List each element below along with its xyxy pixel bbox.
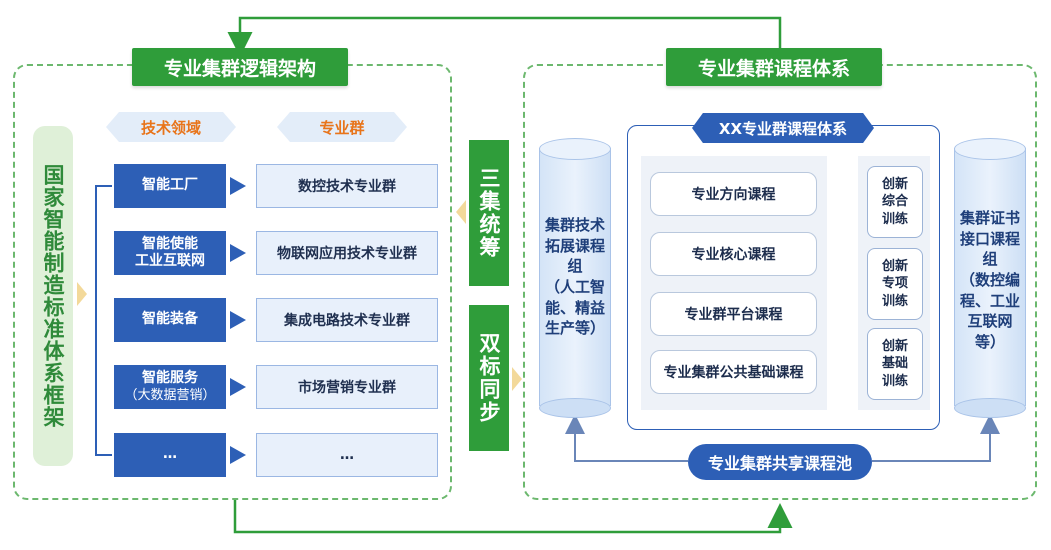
course-system-title: 专业集群课程体系 — [666, 48, 882, 86]
xx-course-system-title: XX专业群课程体系 — [692, 113, 874, 143]
cylinder-text-line: 程、工业 — [959, 291, 1020, 310]
tech-domain-line: 智能服务 — [142, 370, 198, 387]
arrow-right-icon — [230, 311, 246, 329]
pool-to-left-cylinder — [565, 414, 688, 462]
cylinder-top — [539, 138, 611, 160]
three-unified-label: 三集统筹 — [469, 140, 509, 286]
tech-domain-line: … — [163, 446, 177, 463]
top-feedback-arrow — [227, 16, 782, 58]
shared-course-pool: 专业集群共享课程池 — [688, 444, 872, 480]
cylinder-text-line: 拓展课程 — [544, 236, 605, 255]
course-box-platform: 专业群平台课程 — [650, 292, 817, 336]
training-text-line: 训练 — [881, 373, 908, 389]
national-standard-label: 国家智能制造标准体系框架 — [33, 126, 73, 466]
tech-domain-line: 智能使能 — [142, 235, 198, 252]
cylinder-bottom — [954, 398, 1026, 418]
training-box-special: 创新 专项 训练 — [867, 248, 923, 320]
cluster-tech-extension-label: 集群技术 拓展课程 组 （人工智 能、精益 生产等） — [539, 215, 611, 339]
course-box-public-foundation: 专业集群公共基础课程 — [650, 350, 817, 394]
cylinder-text-line: 集群证书 — [959, 209, 1020, 227]
training-text-line: 专项 — [881, 276, 908, 292]
pool-to-right-cylinder — [872, 414, 1000, 462]
arrow-right-icon — [230, 446, 246, 464]
training-text-line: 训练 — [881, 293, 908, 309]
tech-domain-box: 智能工厂 — [114, 164, 226, 208]
arrow-right-icon — [230, 177, 246, 195]
cluster-certificate-cylinder — [954, 148, 1026, 406]
cylinder-text-line: 组 — [567, 257, 583, 276]
logic-architecture-title: 专业集群逻辑架构 — [132, 48, 348, 86]
training-text-line: 创新 — [881, 176, 908, 192]
tech-domain-header: 技术领域 — [106, 112, 236, 142]
bottom-feed-arrow — [233, 500, 793, 534]
training-box-comprehensive: 创新 综合 训练 — [867, 166, 923, 238]
training-text-line: 基础 — [881, 356, 908, 372]
professional-group-box: 数控技术专业群 — [256, 164, 438, 208]
cylinder-text-line: 能、精益 — [544, 298, 605, 317]
tech-domain-box: 智能服务 （大数据营销） — [114, 365, 226, 409]
tech-domain-box: … — [114, 433, 226, 477]
training-text-line: 训练 — [881, 211, 908, 227]
professional-group-header: 专业群 — [277, 112, 407, 142]
tech-bracket — [95, 185, 112, 456]
chevron-icon — [77, 282, 87, 306]
cylinder-text-line: （数控编 — [959, 271, 1020, 290]
professional-group-box: 物联网应用技术专业群 — [256, 231, 438, 275]
cylinder-text-line: 组 — [982, 250, 998, 269]
cluster-tech-extension-cylinder — [539, 148, 611, 406]
training-box-basic: 创新 基础 训练 — [867, 328, 923, 400]
tech-domain-line: 工业互联网 — [135, 253, 205, 269]
course-box-direction: 专业方向课程 — [650, 172, 817, 216]
cylinder-text-line: 生产等） — [544, 319, 605, 338]
tech-domain-box: 智能装备 — [114, 298, 226, 342]
tech-domain-line: 智能装备 — [142, 311, 198, 328]
cylinder-text-line: 集群技术 — [544, 216, 605, 234]
professional-group-box: 集成电路技术专业群 — [256, 298, 438, 342]
training-text-line: 创新 — [881, 338, 908, 354]
cylinder-text-line: 接口课程 — [959, 229, 1020, 248]
chevron-icon — [512, 367, 522, 391]
tech-domain-box: 智能使能 工业互联网 — [114, 231, 226, 275]
arrow-right-icon — [230, 244, 246, 262]
cylinder-text-line: 互联网 — [967, 312, 1013, 331]
cylinder-bottom — [539, 398, 611, 418]
professional-group-box: … — [256, 433, 438, 477]
training-text-line: 综合 — [881, 194, 908, 210]
arrow-right-icon — [230, 378, 246, 396]
chevron-icon — [456, 200, 466, 224]
tech-domain-line: （大数据营销） — [124, 387, 216, 403]
course-box-core: 专业核心课程 — [650, 232, 817, 276]
training-text-line: 创新 — [881, 258, 908, 274]
cylinder-top — [954, 138, 1026, 160]
dual-standard-sync-label: 双标同步 — [469, 305, 509, 451]
tech-domain-line: 智能工厂 — [142, 177, 198, 194]
cylinder-text-line: 等） — [974, 333, 1005, 352]
cylinder-text-line: （人工智 — [544, 278, 605, 297]
cluster-certificate-label: 集群证书 接口课程 组 （数控编 程、工业 互联网 等） — [954, 208, 1026, 353]
professional-group-box: 市场营销专业群 — [256, 365, 438, 409]
